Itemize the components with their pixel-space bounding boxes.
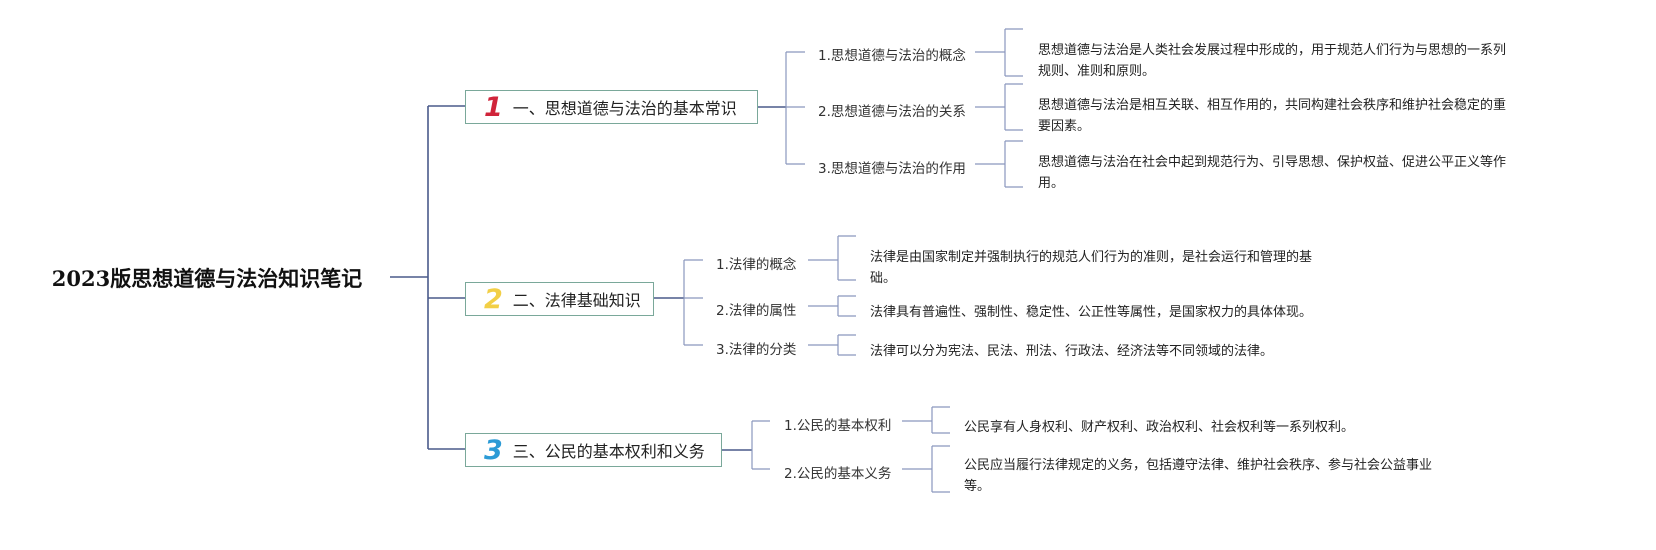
sub-3-1[interactable]: 1.公民的基本权利 bbox=[784, 418, 892, 434]
topic-1[interactable]: 1 一、思想道德与法治的基本常识 bbox=[465, 90, 758, 124]
number-3-icon: 3 bbox=[484, 434, 503, 466]
topic-3[interactable]: 3 三、公民的基本权利和义务 bbox=[465, 433, 722, 467]
sub-2-3[interactable]: 3.法律的分类 bbox=[716, 342, 797, 358]
sub-2-2[interactable]: 2.法律的属性 bbox=[716, 303, 797, 319]
detail-2-2: 法律具有普遍性、强制性、稳定性、公正性等属性，是国家权力的具体体现。 bbox=[870, 305, 1313, 320]
sub-2-1[interactable]: 1.法律的概念 bbox=[716, 257, 797, 273]
topic-3-label: 三、公民的基本权利和义务 bbox=[512, 442, 705, 461]
detail-2-1: 法律是由国家制定并强制执行的规范人们行为的准则，是社会运行和管理的基础。 bbox=[870, 250, 1313, 286]
topic-2[interactable]: 2 二、法律基础知识 bbox=[465, 282, 654, 316]
sub-1-1[interactable]: 1.思想道德与法治的概念 bbox=[818, 48, 966, 64]
detail-3-1: 公民享有人身权利、财产权利、政治权利、社会权利等一系列权利。 bbox=[964, 420, 1355, 435]
root-title[interactable]: 2023版思想道德与法治知识笔记 bbox=[24, 258, 390, 298]
detail-1-1: 思想道德与法治是人类社会发展过程中形成的，用于规范人们行为与思想的一系列规则、准… bbox=[1038, 43, 1507, 79]
detail-3-2: 公民应当履行法律规定的义务，包括遵守法律、维护社会秩序、参与社会公益事业等。 bbox=[964, 458, 1433, 494]
number-2-icon: 2 bbox=[484, 283, 503, 315]
sub-1-3[interactable]: 3.思想道德与法治的作用 bbox=[818, 161, 966, 177]
detail-2-3: 法律可以分为宪法、民法、刑法、行政法、经济法等不同领域的法律。 bbox=[870, 344, 1274, 359]
sub-1-2[interactable]: 2.思想道德与法治的关系 bbox=[818, 104, 966, 120]
topic-2-label: 二、法律基础知识 bbox=[512, 291, 641, 310]
number-1-icon: 1 bbox=[484, 91, 503, 123]
detail-1-2: 思想道德与法治是相互关联、相互作用的，共同构建社会秩序和维护社会稳定的重要因素。 bbox=[1038, 98, 1507, 134]
topic-1-label: 一、思想道德与法治的基本常识 bbox=[512, 99, 737, 118]
sub-3-2[interactable]: 2.公民的基本义务 bbox=[784, 466, 892, 482]
detail-1-3: 思想道德与法治在社会中起到规范行为、引导思想、保护权益、促进公平正义等作用。 bbox=[1038, 155, 1507, 191]
